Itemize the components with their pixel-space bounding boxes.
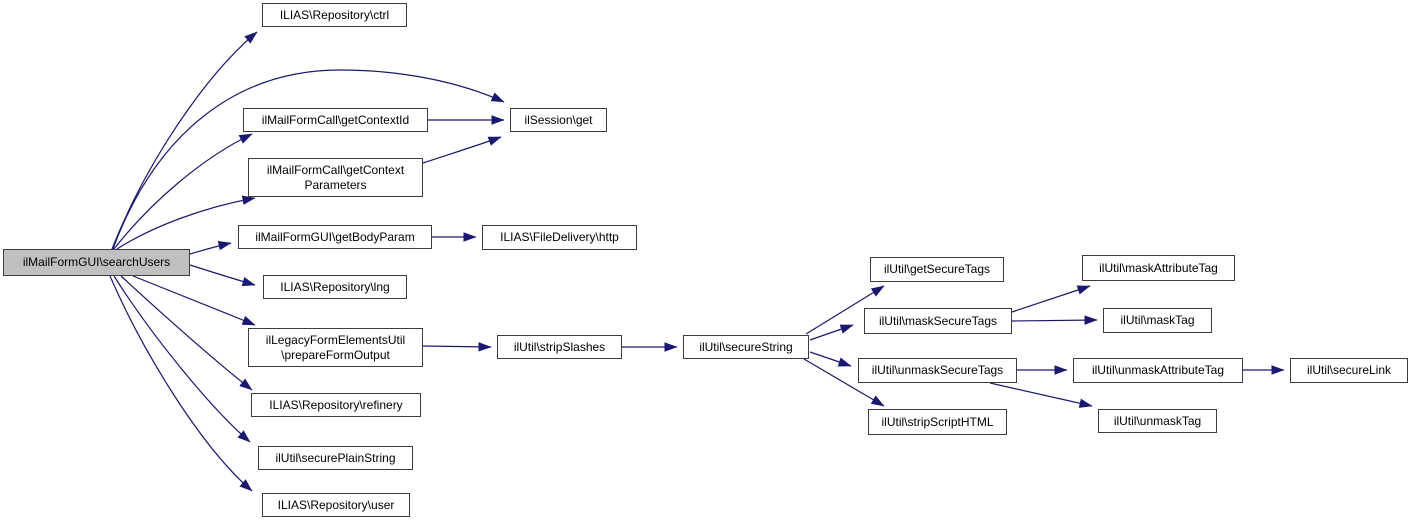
node-maskAttributeTag[interactable]: ilUtil\maskAttributeTag — [1082, 255, 1235, 281]
edge-searchUsers-to-getBodyParam — [189, 240, 232, 255]
node-securePlainString[interactable]: ilUtil\securePlainString — [258, 446, 413, 470]
node-ilSessionGet[interactable]: ilSession\get — [510, 108, 607, 132]
node-getContextId[interactable]: ilMailFormCall\getContextId — [243, 108, 428, 132]
edge-searchUsers-to-refinery — [120, 275, 253, 391]
node-prepareFormOutput[interactable]: ilLegacyFormElementsUtil \prepareFormOut… — [248, 328, 423, 367]
edge-group — [109, 31, 1285, 492]
edge-searchUsers-to-user — [109, 275, 253, 492]
edge-searchUsers-to-getContextId — [113, 133, 253, 250]
edge-secureString-to-unmaskSecureTags — [809, 351, 852, 367]
node-stripScriptHTML[interactable]: ilUtil\stripScriptHTML — [868, 409, 1007, 435]
edge-searchUsers-to-getContextParameters — [116, 195, 256, 250]
edge-getContextParameters-to-ilSessionGet — [422, 136, 502, 164]
node-secureString[interactable]: ilUtil\secureString — [683, 335, 809, 359]
edge-searchUsers-to-prepareFormOutput — [132, 275, 256, 326]
node-secureLink[interactable]: ilUtil\secureLink — [1290, 358, 1408, 383]
edge-maskSecureTags-to-maskAttributeTag — [1011, 285, 1091, 313]
node-maskTag[interactable]: ilUtil\maskTag — [1103, 308, 1212, 333]
node-unmaskAttributeTag[interactable]: ilUtil\unmaskAttributeTag — [1073, 358, 1243, 383]
node-http[interactable]: ILIAS\FileDelivery\http — [482, 225, 637, 250]
node-searchUsers: ilMailFormGUI\searchUsers — [3, 249, 190, 276]
edge-maskSecureTags-to-maskTag — [1011, 315, 1098, 325]
edge-searchUsers-to-ilSessionGet — [112, 69, 505, 250]
edge-searchUsers-to-lng — [189, 264, 256, 287]
edge-unmaskSecureTags-to-unmaskTag — [989, 382, 1093, 408]
node-ctrl[interactable]: ILIAS\Repository\ctrl — [262, 3, 407, 27]
node-getBodyParam[interactable]: ilMailFormGUI\getBodyParam — [238, 225, 432, 249]
node-user[interactable]: ILIAS\Repository\user — [262, 493, 410, 517]
node-refinery[interactable]: ILIAS\Repository\refinery — [251, 393, 421, 417]
node-getContextParameters[interactable]: ilMailFormCall\getContext Parameters — [248, 158, 423, 197]
node-lng[interactable]: ILIAS\Repository\lng — [263, 275, 407, 299]
node-maskSecureTags[interactable]: ilUtil\maskSecureTags — [864, 308, 1012, 334]
edge-secureString-to-stripScriptHTML — [803, 358, 885, 407]
edge-prepareFormOutput-to-stripSlashes — [422, 342, 492, 352]
node-unmaskTag[interactable]: ilUtil\unmaskTag — [1098, 409, 1217, 433]
node-stripSlashes[interactable]: ilUtil\stripSlashes — [497, 335, 622, 359]
node-getSecureTags[interactable]: ilUtil\getSecureTags — [870, 257, 1004, 282]
edge-secureString-to-maskSecureTags — [809, 324, 854, 341]
edge-secureString-to-getSecureTags — [805, 285, 885, 335]
node-unmaskSecureTags[interactable]: ilUtil\unmaskSecureTags — [858, 358, 1017, 383]
edge-searchUsers-to-securePlainString — [113, 275, 251, 443]
